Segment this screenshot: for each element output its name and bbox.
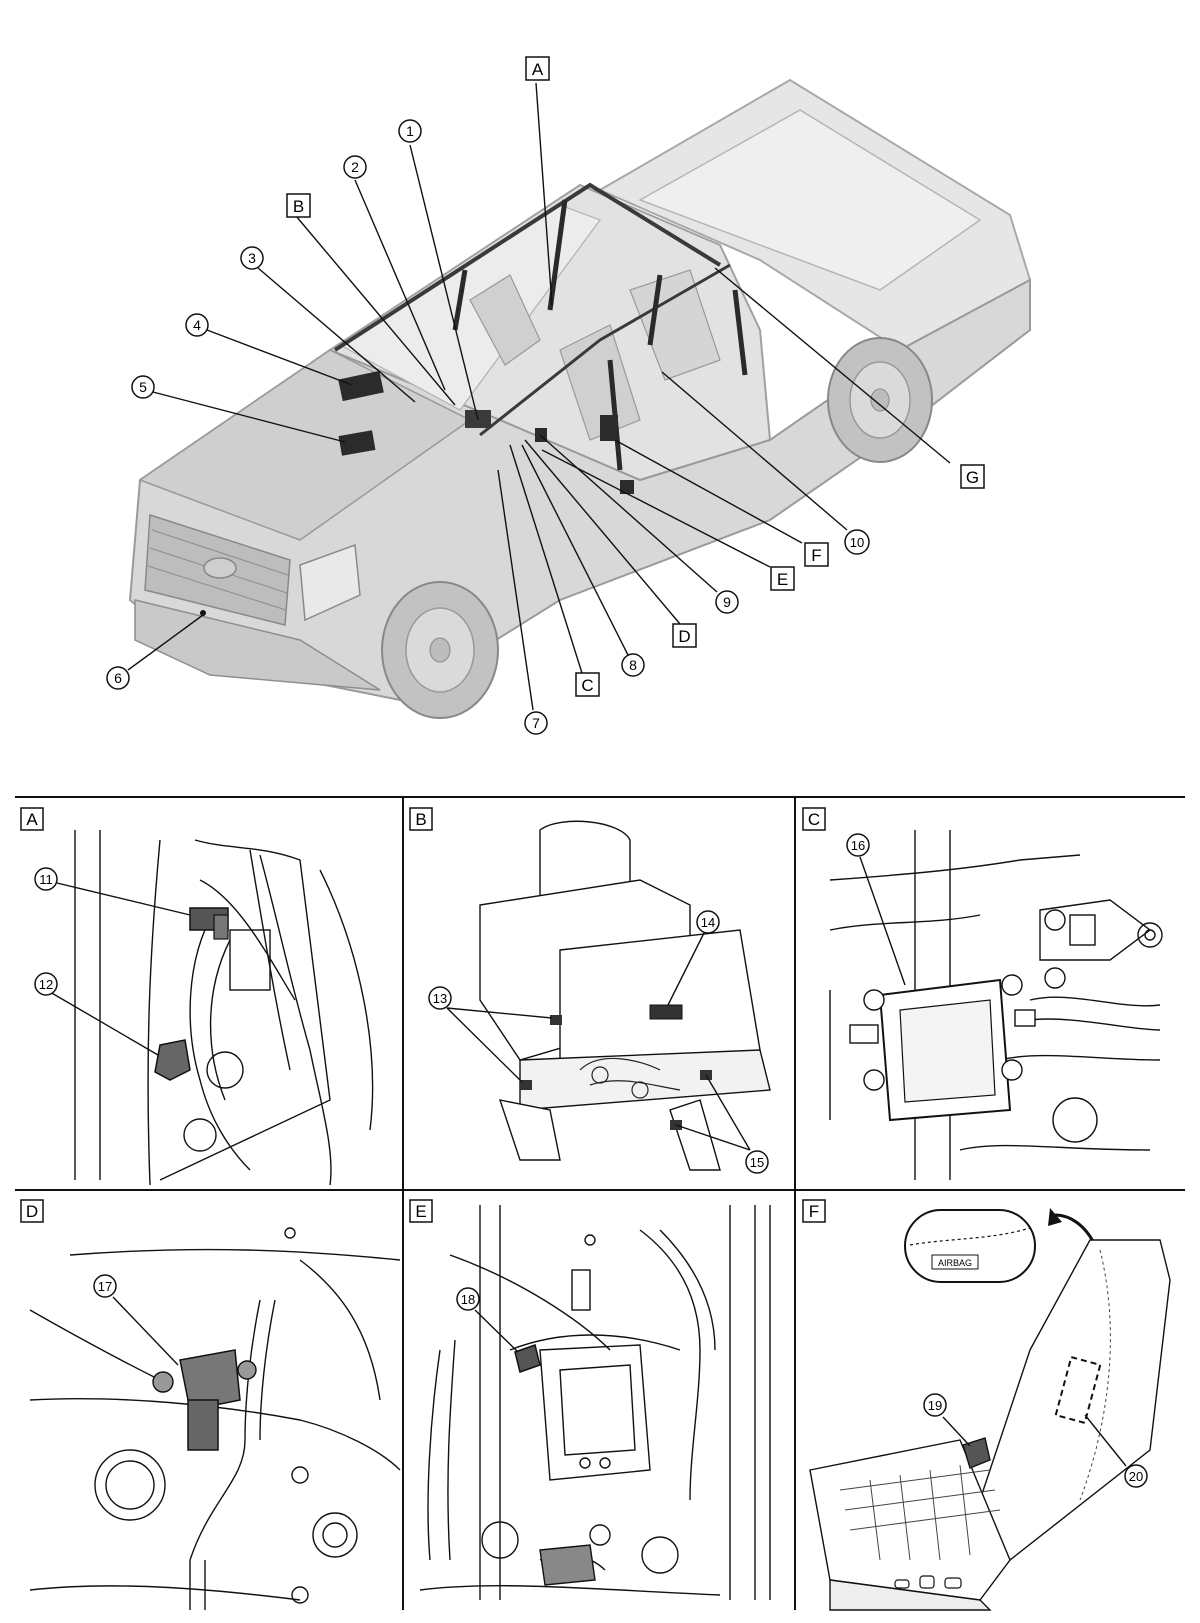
panel-tag-D: D [20, 1199, 44, 1223]
panel-tag-B: B [409, 807, 433, 831]
seat-sensor-13a [550, 1015, 562, 1025]
rear-wheel [827, 337, 933, 463]
svg-text:8: 8 [629, 657, 637, 673]
svg-text:E: E [415, 1202, 426, 1221]
seat-headrest [539, 820, 631, 906]
callout-box-B: B [286, 193, 311, 218]
svg-text:10: 10 [850, 535, 864, 550]
seat-belt-rear [547, 199, 568, 311]
panel-tag-A: A [20, 807, 44, 831]
svg-text:15: 15 [750, 1155, 764, 1170]
svg-text:17: 17 [98, 1279, 112, 1294]
callout-6: 6 [106, 666, 130, 690]
callout-4: 4 [185, 313, 209, 337]
svg-text:F: F [809, 1202, 819, 1221]
svg-text:A: A [26, 810, 38, 829]
detail-panel-D: D 17 [20, 1199, 401, 1610]
panel-tag-E: E [409, 1199, 433, 1223]
svg-text:6: 6 [114, 670, 122, 686]
airbag-label-inset: AIRBAG [904, 1209, 1036, 1283]
callout-3: 3 [240, 246, 264, 270]
callout-16: 16 [846, 833, 870, 857]
svg-text:20: 20 [1129, 1469, 1143, 1484]
crash-sensor-17 [152, 1349, 257, 1451]
airbag-control-unit-16 [849, 974, 1036, 1122]
airbag-label-text: AIRBAG [938, 1258, 972, 1268]
module-4 [338, 370, 384, 402]
svg-text:D: D [26, 1202, 38, 1221]
callout-13: 13 [428, 986, 452, 1010]
callout-7: 7 [524, 711, 548, 735]
callout-10: 10 [844, 529, 870, 555]
svg-text:12: 12 [39, 977, 53, 992]
svg-text:16: 16 [851, 838, 865, 853]
callout-2: 2 [343, 155, 367, 179]
detail-panel-C: C 16 [802, 807, 1163, 1180]
svg-text:B: B [415, 810, 426, 829]
svg-text:14: 14 [701, 915, 715, 930]
svg-text:13: 13 [433, 991, 447, 1006]
callout-box-E: E [770, 566, 795, 591]
svg-text:G: G [966, 468, 979, 487]
svg-text:7: 7 [532, 715, 540, 731]
svg-text:19: 19 [928, 1398, 942, 1413]
callout-box-G: G [960, 464, 985, 489]
callout-8: 8 [621, 653, 645, 677]
callout-box-C: C [575, 672, 600, 697]
svg-text:11: 11 [39, 872, 53, 887]
curtain-airbag-harness [333, 182, 722, 352]
svg-text:18: 18 [461, 1292, 475, 1307]
leader-lines [127, 82, 951, 711]
svg-text:D: D [678, 627, 690, 646]
callout-18: 18 [456, 1287, 480, 1311]
svg-text:1: 1 [406, 123, 414, 139]
detail-panel-grid [15, 796, 1185, 1610]
svg-text:A: A [532, 60, 544, 79]
detail-panel-F: F AIRBAG 19 20 [802, 1199, 1171, 1611]
seat-belt-rear-right [732, 289, 748, 376]
svg-text:E: E [777, 570, 788, 589]
seat-f-back [979, 1239, 1171, 1562]
callout-15: 15 [745, 1150, 769, 1174]
detail-panel-E: E 18 [409, 1199, 771, 1600]
front-wheel [381, 581, 499, 719]
callout-box-A: A [525, 56, 550, 81]
callout-box-D: D [672, 623, 697, 648]
svg-text:5: 5 [139, 379, 147, 395]
callout-11: 11 [34, 867, 58, 891]
callout-box-F: F [804, 542, 829, 567]
module-5 [338, 430, 376, 456]
callout-9: 9 [715, 590, 739, 614]
callout-19: 19 [923, 1393, 947, 1417]
connector-e [539, 1544, 596, 1586]
callout-1: 1 [398, 119, 422, 143]
seat-belt-front-left [452, 269, 468, 331]
detail-panel-A: A 11 12 [20, 807, 374, 1186]
svg-text:2: 2 [351, 159, 359, 175]
callout-12: 12 [34, 972, 58, 996]
svg-text:C: C [808, 810, 820, 829]
panel-tag-F: F [802, 1199, 826, 1223]
svg-text:B: B [293, 197, 304, 216]
seat-sensor-13b [520, 1080, 532, 1090]
occupant-sensor-14 [649, 1004, 683, 1020]
svg-text:F: F [811, 546, 821, 565]
vehicle-illustration [128, 78, 1032, 719]
side-sensor-18 [514, 1344, 541, 1373]
callout-17: 17 [93, 1274, 117, 1298]
detail-panel-B: B 13 14 15 [409, 807, 771, 1174]
svg-text:3: 3 [248, 250, 256, 266]
callout-14: 14 [696, 910, 720, 934]
main-callouts: 1 2 3 4 5 6 7 8 9 10 A B C D E F G [106, 56, 985, 735]
svg-text:C: C [581, 676, 593, 695]
callout-20: 20 [1124, 1464, 1148, 1488]
callout-5: 5 [131, 375, 155, 399]
svg-text:9: 9 [723, 594, 731, 610]
svg-text:4: 4 [193, 317, 201, 333]
panel-tag-C: C [802, 807, 826, 831]
seat-f-cushion [809, 1439, 1011, 1601]
sensor-12 [154, 1039, 191, 1081]
